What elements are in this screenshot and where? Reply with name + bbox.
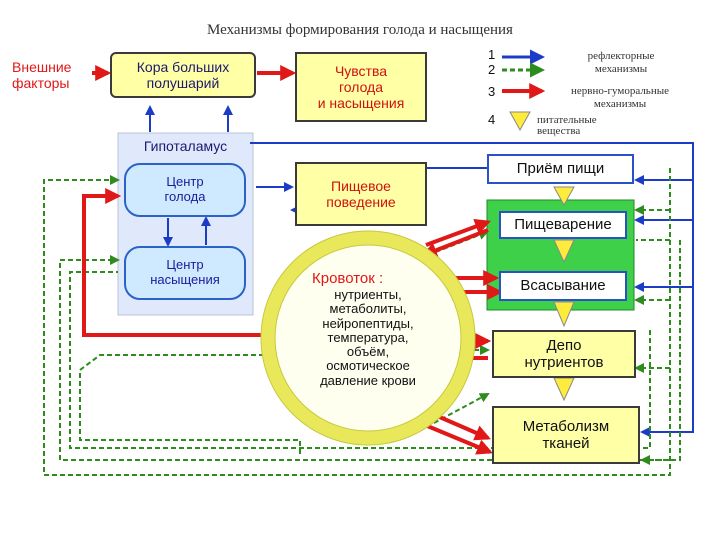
tissue-metabolism-box: Метаболизм тканей xyxy=(492,406,640,464)
food-intake-box: Приём пищи xyxy=(487,154,634,184)
food-intake-label: Приём пищи xyxy=(516,160,605,178)
legend-reflex-label: рефлекторные механизмы xyxy=(587,50,655,75)
bloodstream-items: нутриенты, метаболиты, нейропептиды, тем… xyxy=(320,287,416,388)
digestion-label: Пищеварение xyxy=(514,216,612,234)
nutrient-depot-box: Депо нутриентов xyxy=(492,330,636,378)
legend-nutrients-label: питательные вещества xyxy=(537,114,597,137)
legend-lines xyxy=(502,49,546,132)
hunger-center-box: Центр голода xyxy=(124,163,246,217)
absorption-box: Всасывание xyxy=(499,271,627,301)
bloodstream-title: Кровоток : xyxy=(312,270,384,287)
external-factors-label: Внешние факторы xyxy=(12,59,72,92)
feelings-box: Чувства голода и насыщения xyxy=(295,52,427,122)
cortex-label: Кора больших полушарий xyxy=(136,58,230,91)
legend-number-1: 1 xyxy=(488,47,496,62)
satiety-center-box: Центр насыщения xyxy=(124,246,246,300)
legend-neurohumoral-label: нервно-гуморальные механизмы xyxy=(571,85,669,110)
legend-number-2: 2 xyxy=(488,62,496,77)
diagram-title: Механизмы формирования голода и насыщени… xyxy=(207,22,513,38)
hypothalamus-label: Гипоталамус xyxy=(143,138,228,154)
hunger-center-label: Центр голода xyxy=(164,174,206,204)
satiety-center-label: Центр насыщения xyxy=(150,257,220,287)
nutrient-triangles xyxy=(553,186,575,402)
digestion-box: Пищеварение xyxy=(499,211,627,239)
cortex-box: Кора больших полушарий xyxy=(110,52,256,98)
feelings-label: Чувства голода и насыщения xyxy=(317,62,405,112)
legend-number-4: 4 xyxy=(488,112,496,127)
bloodstream-ring xyxy=(261,231,475,445)
tissue-metabolism-label: Метаболизм тканей xyxy=(522,417,610,452)
legend-number-3: 3 xyxy=(488,84,496,99)
food-behavior-box: Пищевое поведение xyxy=(295,162,427,226)
food-behavior-label: Пищевое поведение xyxy=(326,177,396,210)
absorption-label: Всасывание xyxy=(520,277,606,295)
nutrient-depot-label: Депо нутриентов xyxy=(524,336,604,371)
